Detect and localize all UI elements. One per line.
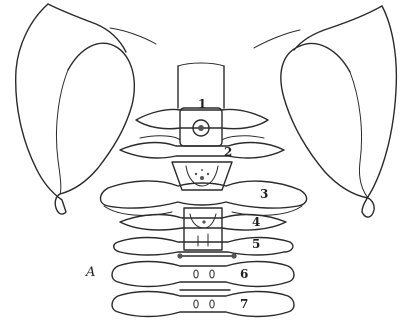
segment-7	[112, 292, 294, 317]
label-6: 6	[240, 267, 248, 281]
label-3: 3	[260, 187, 268, 201]
label-7: 7	[240, 297, 248, 311]
left-lateral-lobe	[16, 4, 156, 214]
segment-1	[136, 108, 268, 146]
label-2: 2	[224, 145, 232, 159]
label-a: A	[85, 265, 95, 280]
right-lateral-lobe	[254, 6, 396, 217]
segment-4	[120, 208, 286, 250]
segment-5	[114, 238, 293, 259]
label-5: 5	[252, 237, 260, 251]
label-1: 1	[198, 97, 206, 111]
label-4: 4	[252, 215, 260, 229]
segment-6	[112, 262, 294, 291]
